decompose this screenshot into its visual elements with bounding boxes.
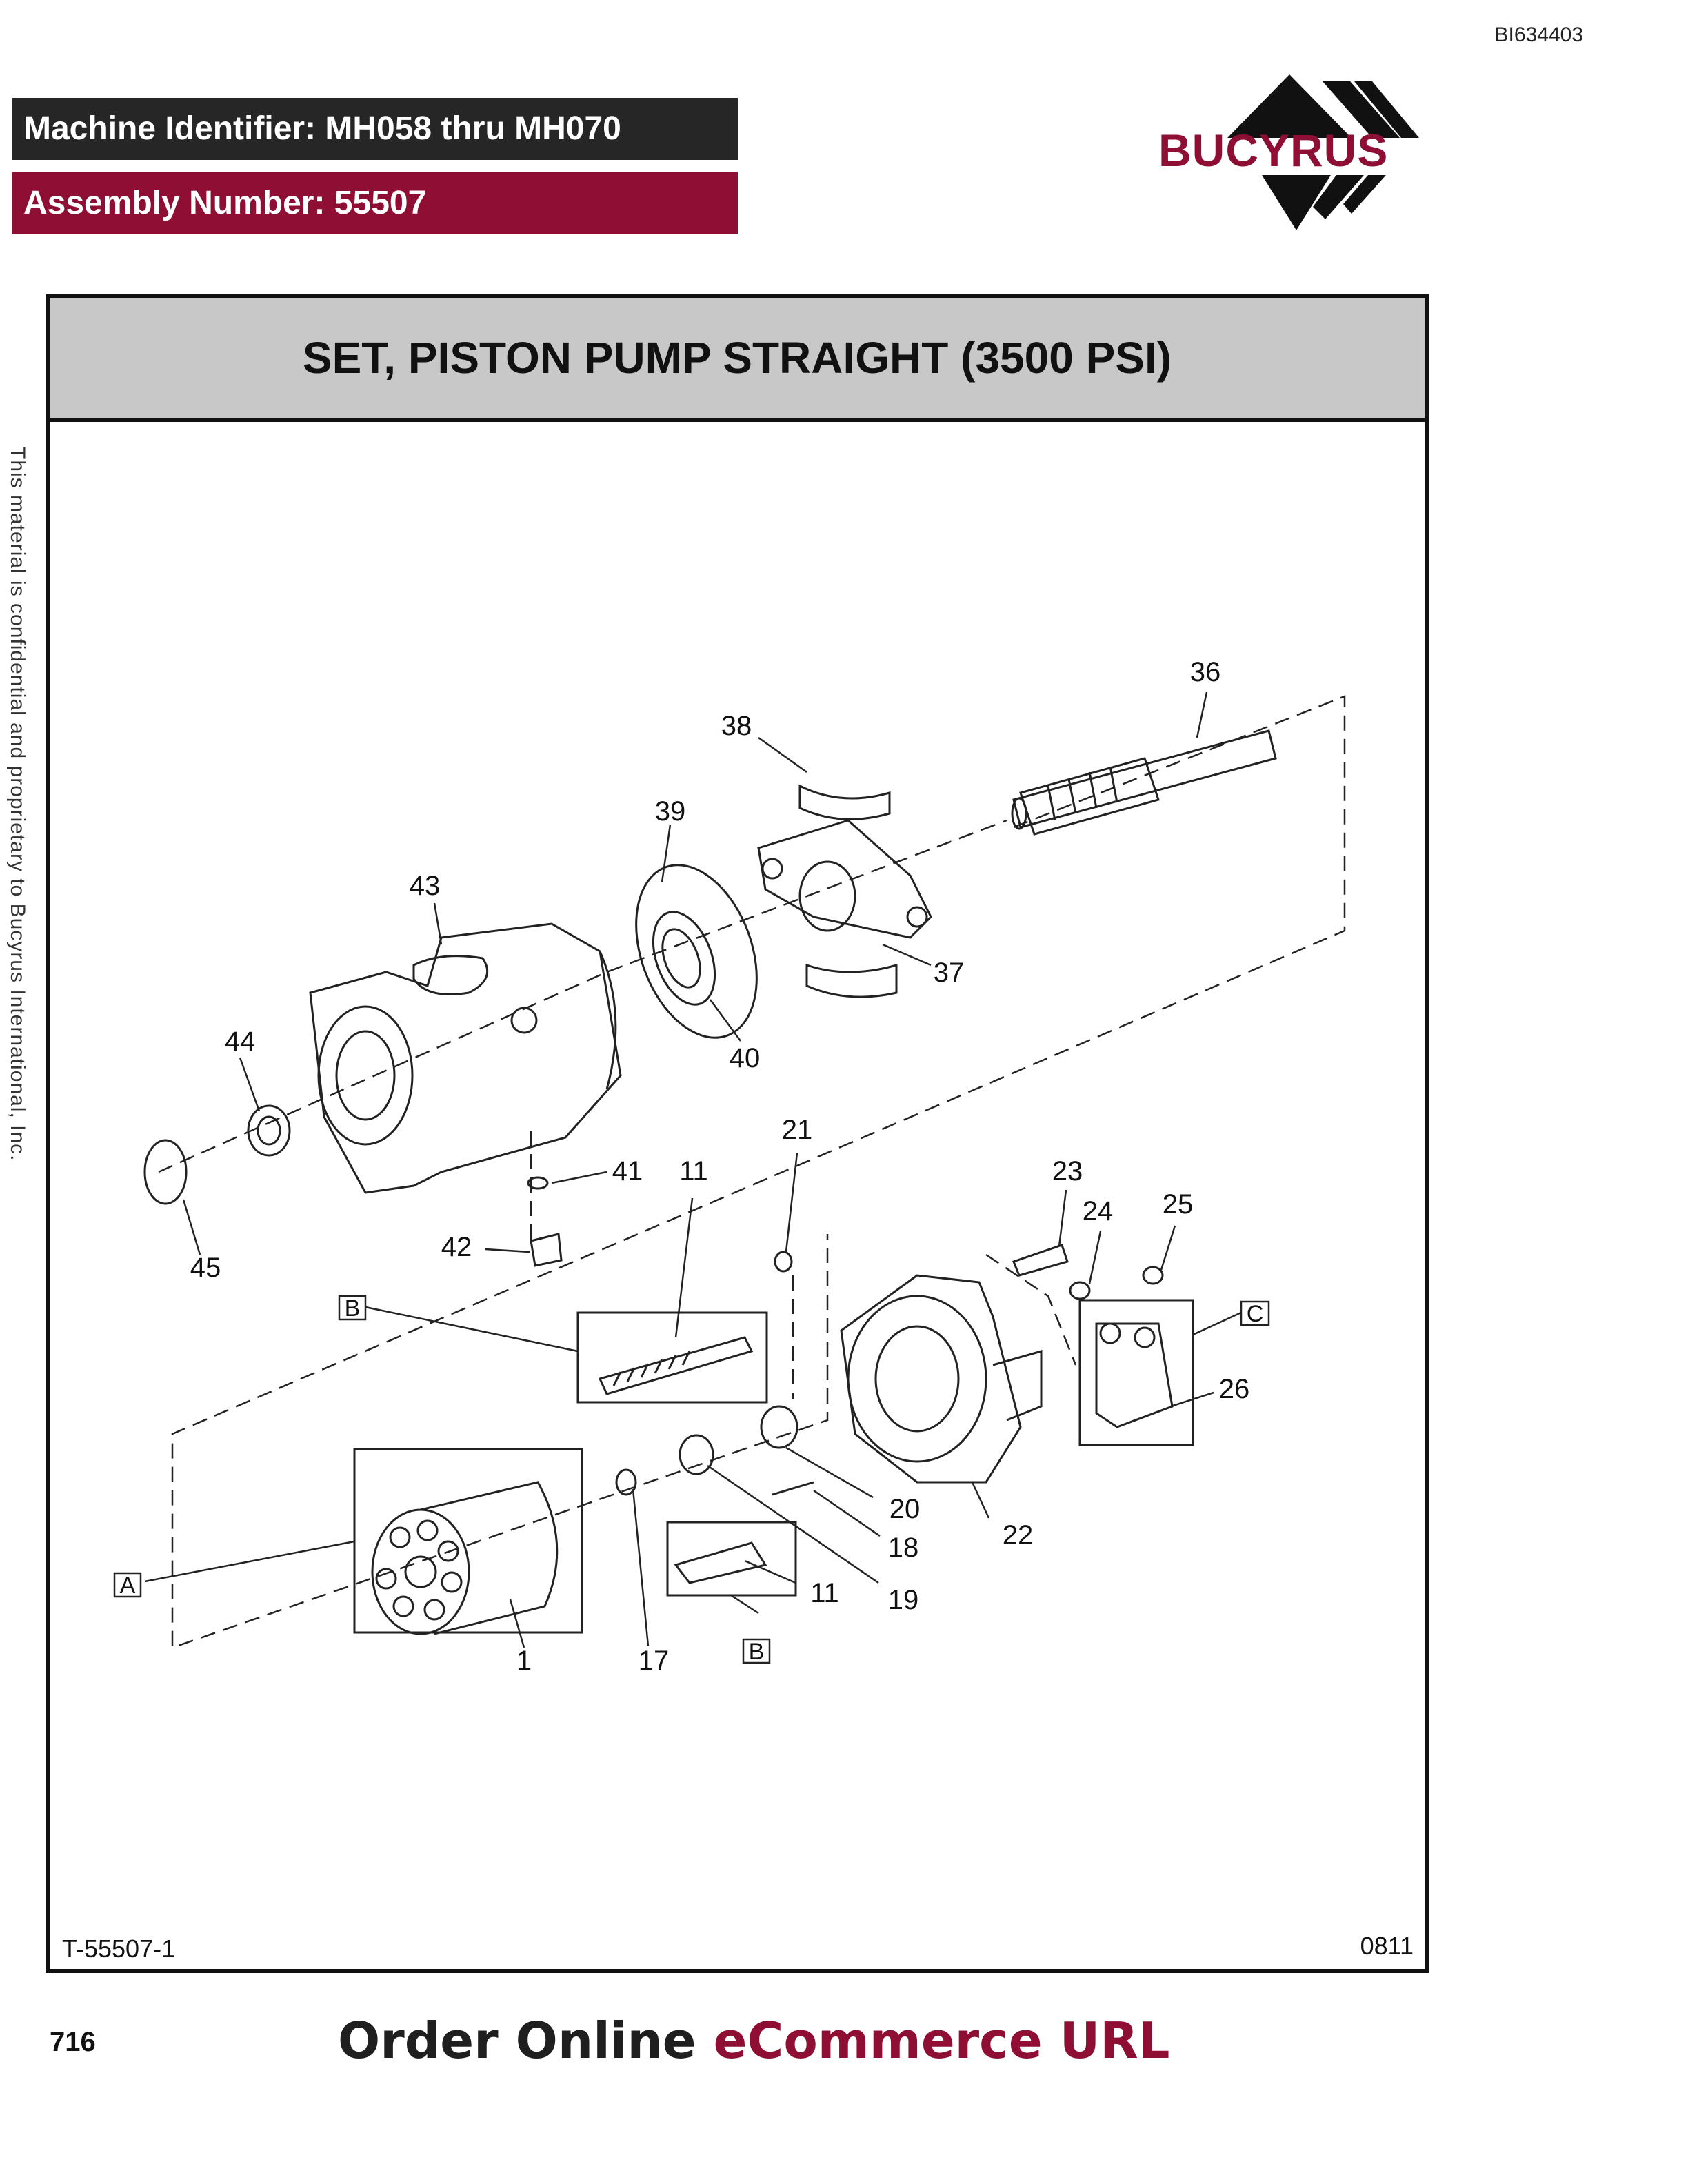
assembly-title: SET, PISTON PUMP STRAIGHT (3500 PSI) <box>302 333 1172 383</box>
document-id: BI634403 <box>1494 23 1583 46</box>
callout-36: 36 <box>1190 657 1221 687</box>
confidentiality-note: This material is confidential and propri… <box>6 447 29 1162</box>
callout-43: 43 <box>410 871 441 901</box>
callout-23: 23 <box>1052 1156 1083 1186</box>
pump-housing <box>309 922 622 1194</box>
port-plate <box>635 864 758 1039</box>
callout-42: 42 <box>441 1232 472 1262</box>
order-online-text: Order Online <box>338 2012 714 2070</box>
figure-number: T-55507-1 <box>62 1934 176 1963</box>
detail-box-a-rotating-group <box>353 1448 583 1634</box>
callout-22: 22 <box>1003 1520 1034 1550</box>
callout-17: 17 <box>639 1646 670 1676</box>
ecommerce-url-text[interactable]: eCommerce URL <box>713 2012 1170 2070</box>
revision-code: 0811 <box>1360 1932 1414 1960</box>
callout-26: 26 <box>1219 1374 1250 1404</box>
callout-1: 1 <box>516 1646 532 1676</box>
machine-identifier-bar: Machine Identifier: MH058 thru MH070 <box>12 98 738 160</box>
detail-box-c-control <box>1078 1299 1194 1446</box>
callout-37: 37 <box>934 958 965 988</box>
page-number: 716 <box>50 2027 96 2057</box>
box-label-c: C <box>1247 1301 1264 1327</box>
logo-pyramid-icon <box>1227 74 1419 230</box>
swashplate-yoke <box>757 819 932 939</box>
callout-18: 18 <box>888 1533 919 1563</box>
box-label-a: A <box>120 1573 136 1599</box>
title-band: SET, PISTON PUMP STRAIGHT (3500 PSI) <box>50 298 1425 422</box>
logo-wordmark: BUCYRUS <box>1158 125 1389 176</box>
drawing-frame: SET, PISTON PUMP STRAIGHT (3500 PSI) <box>46 294 1429 1973</box>
callout-44: 44 <box>225 1027 256 1057</box>
callout-11: 11 <box>679 1156 708 1186</box>
callout-21: 21 <box>782 1115 813 1145</box>
callout-24: 24 <box>1083 1196 1114 1226</box>
detail-box-b-piston <box>666 1521 797 1597</box>
callout-20: 20 <box>890 1494 921 1524</box>
callout-25: 25 <box>1163 1189 1194 1220</box>
callout-41: 41 <box>612 1156 643 1186</box>
box-label-b: B <box>345 1295 361 1322</box>
callout-40: 40 <box>730 1043 761 1073</box>
callout-45: 45 <box>190 1253 221 1283</box>
callout-39: 39 <box>655 796 686 827</box>
callout-11: 11 <box>810 1578 839 1608</box>
order-online-link[interactable]: Order Online eCommerce URL <box>338 2012 1170 2070</box>
callout-38: 38 <box>721 711 752 741</box>
bucyrus-logo: BUCYRUS <box>1145 72 1441 244</box>
drive-shaft <box>1011 729 1277 836</box>
box-label-b: B <box>749 1639 765 1665</box>
port-block <box>840 1274 1043 1484</box>
assembly-number-bar: Assembly Number: 55507 <box>12 172 738 234</box>
detail-box-b-spool <box>576 1311 768 1404</box>
callout-19: 19 <box>888 1585 919 1615</box>
